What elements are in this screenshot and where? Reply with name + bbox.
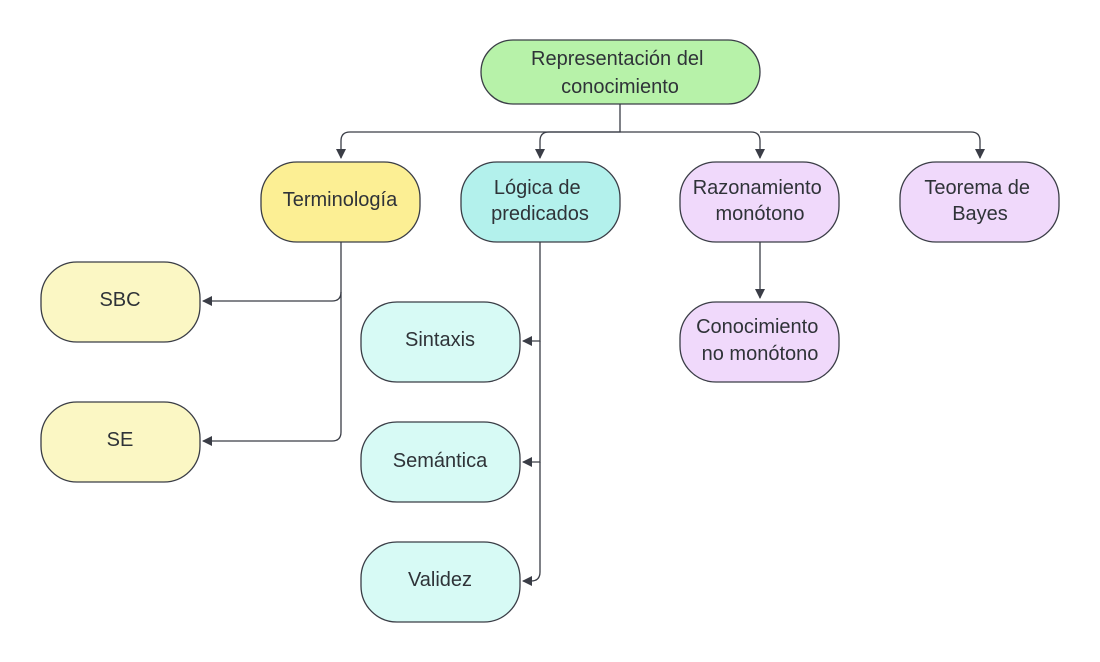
node-sbc-label: SBC: [99, 289, 140, 311]
connector-terminologia-to-se: [202, 292, 342, 446]
node-bayes: Teorema de Bayes: [899, 161, 1060, 243]
node-sintaxis-line-1: Sintaxis: [405, 329, 475, 351]
node-razonamiento: Razonamiento monótono: [679, 161, 840, 243]
connector-logica-to-sintaxis: [522, 242, 541, 346]
node-validez-label: Validez: [408, 569, 472, 591]
node-sbc-line-1: SBC: [99, 289, 140, 311]
node-semantica-shape: [360, 421, 521, 503]
connector-root-to-logica: [535, 131, 620, 159]
node-terminologia-shape: [260, 161, 421, 243]
node-semantica: Semántica: [360, 421, 521, 503]
node-validez-line-1: Validez: [408, 569, 472, 591]
connectors: [202, 104, 985, 586]
node-logica-shape: [460, 161, 621, 243]
node-sbc-shape: [40, 261, 201, 343]
node-terminologia-line-1: Terminología: [283, 189, 398, 211]
node-sintaxis-label: Sintaxis: [405, 329, 475, 351]
node-bayes-line-2: Bayes: [952, 203, 1008, 225]
node-bayes-label: Teorema de Bayes: [924, 177, 1035, 225]
node-razonamiento-line-1: Razonamiento: [693, 177, 822, 199]
node-logica-line-1: Lógica de: [494, 177, 581, 199]
node-sbc: SBC: [40, 261, 201, 343]
node-razonamiento-label: Razonamiento monótono: [693, 177, 828, 225]
node-se: SE: [40, 401, 201, 483]
node-conocimiento-no-monotono: Conocimiento no monótono: [679, 301, 840, 383]
node-se-label: SE: [107, 429, 134, 451]
node-terminologia: Terminología: [260, 161, 421, 243]
node-bayes-line-1: Teorema de: [924, 177, 1030, 199]
node-sintaxis: Sintaxis: [360, 301, 521, 383]
node-root-line-2: conocimiento: [561, 76, 679, 98]
node-root-line-1: Representación del: [531, 48, 703, 70]
node-logica-line-2: predicados: [491, 203, 589, 225]
node-se-line-1: SE: [107, 429, 134, 451]
connector-logica-to-validez: [522, 462, 541, 586]
node-razonamiento-line-2: monótono: [716, 203, 805, 225]
node-se-shape: [40, 401, 201, 483]
node-conocimiento-no-monotono-line-2: no monótono: [702, 343, 819, 365]
node-validez: Validez: [360, 541, 521, 623]
node-terminologia-label: Terminología: [283, 189, 398, 211]
connector-root-to-terminologia: [336, 104, 621, 159]
node-conocimiento-no-monotono-shape: [679, 301, 840, 383]
node-logica-label: Lógica de predicados: [491, 177, 589, 225]
node-conocimiento-no-monotono-line-1: Conocimiento: [696, 316, 818, 338]
connector-terminologia-to-sbc: [202, 242, 342, 306]
connector-root-to-bayes: [760, 131, 985, 159]
node-bayes-shape: [899, 161, 1060, 243]
node-root: Representación del conocimiento: [480, 39, 761, 105]
node-root-shape: [480, 39, 761, 105]
node-validez-shape: [360, 541, 521, 623]
node-sintaxis-shape: [360, 301, 521, 383]
node-conocimiento-no-monotono-label: Conocimiento no monótono: [696, 316, 824, 365]
node-semantica-label: Semántica: [393, 450, 488, 472]
connector-root-to-razonamiento: [620, 131, 765, 159]
connector-logica-to-semantica: [522, 341, 541, 467]
node-razonamiento-shape: [679, 161, 840, 243]
node-logica: Lógica de predicados: [460, 161, 621, 243]
node-semantica-line-1: Semántica: [393, 450, 488, 472]
node-root-label: Representación del conocimiento: [531, 48, 709, 98]
